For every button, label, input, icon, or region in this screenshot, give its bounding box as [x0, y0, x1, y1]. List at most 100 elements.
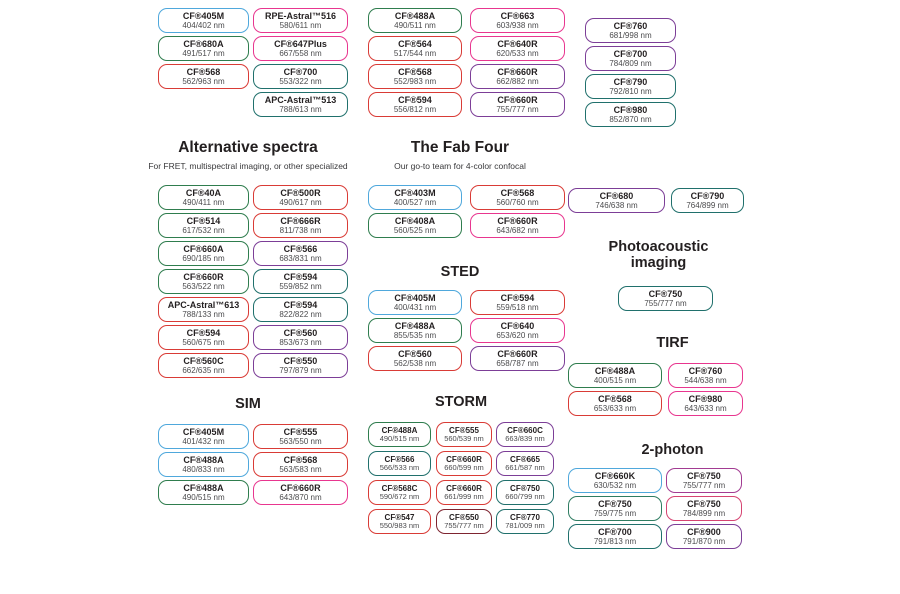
dye-name: CF®680 [599, 190, 634, 201]
dye-wavelengths: 400/431 nm [393, 303, 437, 313]
dye-box: CF®408A 560/525 nm [368, 213, 462, 238]
dye-name: CF®760 [613, 20, 648, 31]
dye-wavelengths: 544/638 nm [684, 376, 727, 386]
dye-wavelengths: 643/870 nm [279, 493, 322, 503]
dye-box: RPE-Astral™516 580/611 nm [253, 8, 348, 33]
dye-wavelengths: 552/983 nm [393, 77, 437, 87]
dye-name: CF®900 [687, 526, 721, 537]
section-title-tirf: TIRF [656, 335, 689, 351]
top-column-4: CF®663 603/938 nm CF®640R 620/533 nm CF®… [470, 8, 565, 117]
dye-wavelengths: 791/813 nm [593, 537, 637, 547]
dye-name: CF®555 [449, 425, 479, 435]
sim-column-2: CF®555 563/550 nm CF®568 563/583 nm CF®6… [253, 424, 348, 505]
dye-name: CF®488A [183, 454, 224, 465]
dye-box: CF®760 681/998 nm [585, 18, 676, 43]
dye-name: CF®488A [394, 320, 436, 331]
dye-wavelengths: 620/533 nm [496, 49, 539, 59]
dye-wavelengths: 563/583 nm [279, 465, 322, 475]
dye-box: CF®594 560/675 nm [158, 325, 249, 350]
dye-wavelengths: 853/673 nm [279, 338, 322, 348]
dye-name: CF®568 [186, 66, 221, 77]
dye-name: CF®980 [688, 393, 723, 404]
dye-wavelengths: 681/998 nm [609, 31, 652, 41]
dye-wavelengths: 660/799 nm [505, 491, 545, 501]
dye-name: CF®547 [384, 512, 415, 522]
dye-name: CF®594 [398, 94, 432, 105]
dye-box: CF®660R 660/599 nm [436, 451, 492, 476]
dye-wavelengths: 797/879 nm [279, 366, 322, 376]
dye-name: CF®568 [598, 393, 632, 404]
tirf-column-1: CF®488A 400/515 nm CF®568 653/633 nm [568, 363, 662, 416]
dye-name: CF®500R [280, 187, 321, 198]
dye-wavelengths: 755/777 nm [682, 481, 726, 491]
section-title-sim: SIM [235, 396, 261, 412]
dye-name: CF®568C [381, 483, 418, 493]
dye-box: CF®790 792/810 nm [585, 74, 676, 99]
dye-name: CF®408A [394, 215, 436, 226]
dye-box: CF®700 791/813 nm [568, 524, 662, 549]
dye-wavelengths: 683/831 nm [279, 254, 322, 264]
dye-wavelengths: 792/810 nm [609, 87, 652, 97]
dye-name: CF®560 [398, 348, 432, 359]
dye-name: CF®750 [687, 498, 721, 509]
photoacoustic-column: CF®750 755/777 nm [618, 286, 713, 311]
dye-wavelengths: 690/185 nm [182, 254, 225, 264]
dye-wavelengths: 755/777 nm [496, 105, 539, 115]
dye-name: CF®700 [283, 66, 318, 77]
dye-name: CF®560C [183, 355, 224, 366]
near-infrared-pair-row: CF®680 746/638 nm CF®790 764/899 nm [568, 188, 744, 213]
dye-name: CF®488A [594, 365, 636, 376]
fab-four-column-1: CF®403M 400/527 nm CF®408A 560/525 nm [368, 185, 462, 238]
dye-wavelengths: 480/833 nm [182, 465, 225, 475]
dye-wavelengths: 553/322 nm [279, 77, 322, 87]
dye-wavelengths: 791/870 nm [682, 537, 726, 547]
dye-wavelengths: 490/515 nm [182, 493, 225, 503]
dye-name: CF®660R [183, 271, 224, 282]
dye-box: CF®594 559/518 nm [470, 290, 565, 315]
dye-name: CF®594 [283, 271, 318, 282]
dye-box: CF®770 781/009 nm [496, 509, 554, 534]
dye-wavelengths: 562/538 nm [393, 359, 437, 369]
section-subtitle-fab-four: Our go-to team for 4-color confocal [394, 161, 526, 171]
dye-box: CF®750 755/777 nm [666, 468, 742, 493]
dye-wavelengths: 490/515 nm [379, 433, 420, 443]
dye-box: CF®405M 401/432 nm [158, 424, 249, 449]
dye-name: CF®660R [280, 482, 321, 493]
dye-box: CF®564 517/544 nm [368, 36, 462, 61]
dye-box: CF®488A 490/515 nm [158, 480, 249, 505]
dye-box: CF®40A 490/411 nm [158, 185, 249, 210]
dye-box: CF®666R 811/738 nm [253, 213, 348, 238]
dye-box: CF®700 553/322 nm [253, 64, 348, 89]
dye-box: CF®568C 590/672 nm [368, 480, 431, 505]
dye-box: CF®566 566/533 nm [368, 451, 431, 476]
dye-name: CF®403M [394, 187, 436, 198]
dye-wavelengths: 643/682 nm [496, 226, 539, 236]
dye-name: CF®660K [594, 470, 636, 481]
dye-box: CF®594 822/822 nm [253, 297, 348, 322]
dye-name: CF®790 [690, 190, 725, 201]
dye-box: CF®660R 643/870 nm [253, 480, 348, 505]
two-photon-column-2: CF®750 755/777 nm CF®750 784/899 nm CF®9… [666, 468, 742, 549]
dye-wavelengths: 617/532 nm [182, 226, 225, 236]
section-title-alternative-spectra: Alternative spectra [178, 139, 318, 156]
dye-box: CF®750 660/799 nm [496, 480, 554, 505]
dye-box: CF®660R 755/777 nm [470, 92, 565, 117]
alternative-spectra-column-2: CF®500R 490/617 nm CF®666R 811/738 nm CF… [253, 185, 348, 378]
dye-name: APC-Astral™613 [167, 299, 240, 310]
dye-wavelengths: 563/522 nm [182, 282, 225, 292]
top-column-1: CF®405M 404/402 nm CF®680A 491/517 nm CF… [158, 8, 249, 89]
dye-name: CF®663 [500, 10, 535, 21]
dye-wavelengths: 663/839 nm [505, 433, 545, 443]
dye-box: CF®647Plus 667/558 nm [253, 36, 348, 61]
dye-box: CF®488A 400/515 nm [568, 363, 662, 388]
dye-box: CF®568 653/633 nm [568, 391, 662, 416]
dye-box: CF®680A 491/517 nm [158, 36, 249, 61]
dye-wavelengths: 788/133 nm [182, 310, 225, 320]
dye-box: CF®594 556/812 nm [368, 92, 462, 117]
dye-wavelengths: 643/633 nm [684, 404, 727, 414]
dye-name: CF®660R [497, 66, 538, 77]
section-title-storm: STORM [434, 394, 488, 410]
dye-name: CF®980 [613, 104, 648, 115]
storm-column-3: CF®660C 663/839 nm CF®665 661/587 nm CF®… [496, 422, 554, 534]
